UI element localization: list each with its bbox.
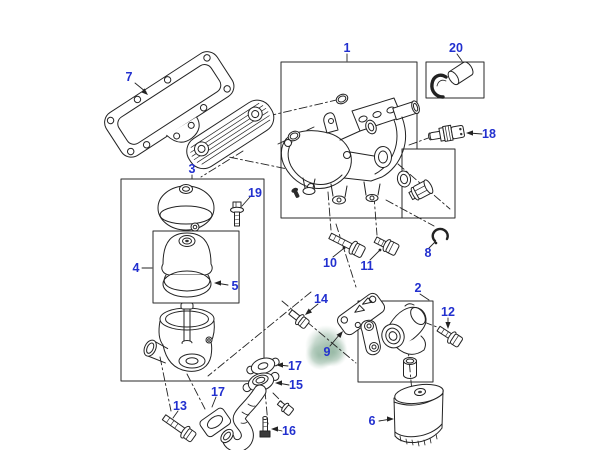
part-bolt-10 [328,232,366,258]
part-bolt-small-16 [276,400,294,416]
part-gasket-9 [336,292,386,336]
part-housing-1 [280,93,420,205]
housing-o-ring-upper [335,93,349,105]
box-part-20 [425,61,485,99]
part-bolt-19 [230,201,244,227]
part-bolt-11 [373,236,400,256]
part-oil-pipe [220,384,267,450]
part-sensor-18 [428,124,465,142]
callout-20[interactable]: 20 [449,40,463,55]
part-filter-element-4 [161,232,213,292]
callout-11[interactable]: 11 [360,258,374,273]
part-gasket-17-bottom [199,407,232,438]
callout-14[interactable]: 14 [314,291,328,306]
box-part-3 [120,178,265,382]
adapter-bush [403,357,417,379]
part-bolt-12 [436,325,463,348]
part-plug-bolt [408,179,434,201]
part-dome-cap [157,184,215,232]
callout-10[interactable]: 10 [323,255,337,270]
callout-7[interactable]: 7 [125,69,133,84]
callout-3[interactable]: 3 [188,161,196,176]
part-seal-ring [396,170,412,188]
part-clip-20 [430,73,448,99]
box-part-2 [357,300,434,383]
callout-15[interactable]: 15 [289,377,303,392]
part-o-ring-5 [162,270,212,298]
part-clip-8 [431,227,449,245]
part-stud-16 [259,416,271,438]
oil-cooler-element [186,99,275,170]
callout-17-right[interactable]: 17 [288,358,302,373]
part-gasket-7 [104,51,235,158]
part-bolt-14 [288,309,310,329]
highlight-part-9 [305,325,348,370]
callout-9[interactable]: 9 [323,344,331,359]
callout-1[interactable]: 1 [343,40,351,55]
part-flange-15 [242,371,280,393]
callout-4[interactable]: 4 [132,260,140,275]
callout-6[interactable]: 6 [368,413,376,428]
callout-8[interactable]: 8 [424,245,432,260]
part-oil-filter-6 [393,383,444,447]
part-adapter-2 [360,303,427,379]
box-part-1 [280,61,456,219]
callout-17-left[interactable]: 17 [211,384,225,399]
part-bolt-13 [161,414,197,443]
part-filter-bowl [143,302,215,372]
callout-5[interactable]: 5 [231,278,239,293]
callout-16[interactable]: 16 [282,423,296,438]
callout-19[interactable]: 19 [248,185,262,200]
housing-o-ring-left [287,130,301,142]
housing-drain-pin [291,187,300,198]
part-flange-gasket-17-top [246,357,280,375]
part-cap-20 [447,61,474,86]
callout-arrowheads [141,88,473,432]
callout-13[interactable]: 13 [173,398,187,413]
callout-18[interactable]: 18 [482,126,496,141]
callout-12[interactable]: 12 [441,304,455,319]
callout-2[interactable]: 2 [414,280,422,295]
